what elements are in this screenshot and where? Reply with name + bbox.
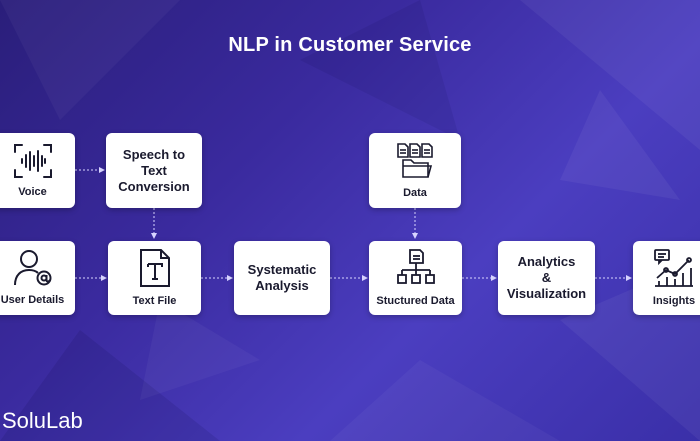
hierarchy-icon xyxy=(396,249,435,284)
node-structured-data: Stuctured Data xyxy=(369,241,462,315)
node-user-label: User Details xyxy=(0,294,65,306)
node-speech-to-text: Speech to Text Conversion xyxy=(106,133,202,208)
node-text-file: Text File xyxy=(108,241,201,315)
node-analytics-label: Analytics & Visualization xyxy=(506,254,587,301)
chart-insights-icon xyxy=(654,249,693,287)
text-file-icon xyxy=(139,249,170,287)
node-data-label: Data xyxy=(403,186,427,199)
brand-logo: SoluLab xyxy=(2,408,83,433)
node-analytics-visualization: Analytics & Visualization xyxy=(498,241,595,315)
node-user-details: User Details xyxy=(0,241,75,315)
voice-waveform-icon xyxy=(13,143,52,178)
node-systematic-label: Systematic Analysis xyxy=(247,262,317,293)
node-voice-label: Voice xyxy=(18,185,47,198)
node-data: Data xyxy=(369,133,461,208)
node-voice: Voice xyxy=(0,133,75,208)
documents-folder-icon xyxy=(397,142,433,178)
node-insights-label: Insights xyxy=(652,295,696,307)
node-insights: Insights xyxy=(633,241,700,315)
user-at-icon xyxy=(13,250,51,286)
node-systematic-analysis: Systematic Analysis xyxy=(234,241,330,315)
node-textfile-label: Text File xyxy=(132,295,177,307)
node-speech-label: Speech to Text Conversion xyxy=(118,146,190,194)
page-title: NLP in Customer Service xyxy=(228,34,472,56)
node-structured-label: Stuctured Data xyxy=(376,295,455,307)
